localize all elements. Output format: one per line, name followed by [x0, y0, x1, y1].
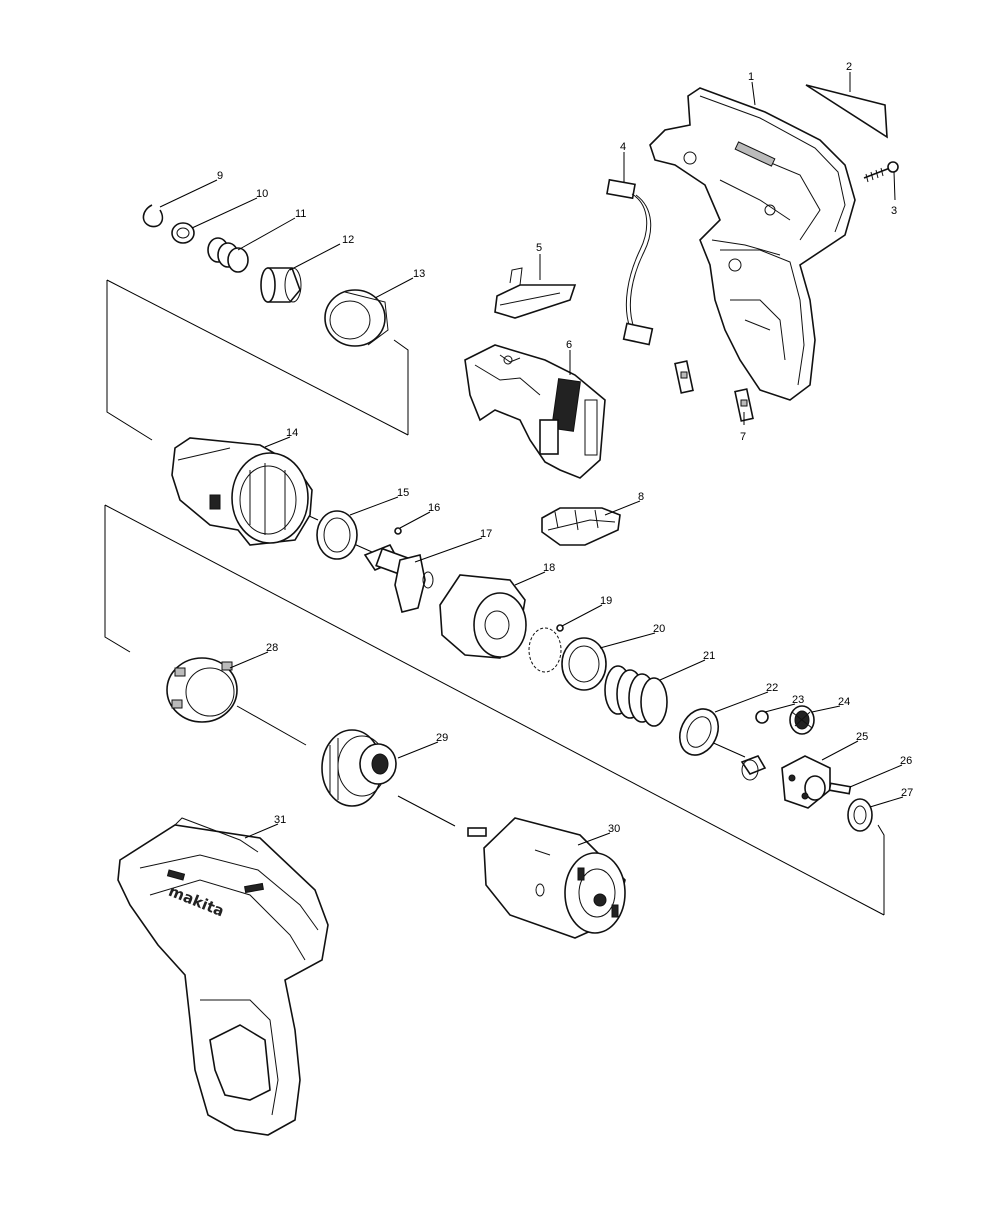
part-13-cap [324, 289, 389, 347]
callout-6: 6 [566, 339, 572, 351]
part-14-gear-housing [171, 437, 313, 546]
callout-24: 24 [838, 696, 850, 708]
part-23-steel-ball [740, 710, 769, 781]
callout-5: 5 [536, 242, 542, 254]
callout-27: 27 [901, 787, 913, 799]
callout-22: 22 [766, 682, 778, 694]
part-12-sleeve [260, 267, 302, 303]
group-bracket-lower [104, 504, 885, 916]
callout-8: 8 [638, 491, 644, 503]
part-27-flat-washer [847, 798, 873, 832]
part-18-hammer [439, 574, 527, 659]
part-3-screw [863, 161, 899, 183]
callout-13: 13 [413, 268, 425, 280]
part-22-o-ring [678, 708, 720, 756]
part-10-flat-washer [171, 222, 195, 244]
part-19-steel-balls [528, 624, 564, 673]
part-4-lead-wire [606, 178, 654, 346]
callout-7: 7 [740, 431, 746, 443]
part-20-flat-washer [561, 637, 607, 691]
part-7-terminal [674, 360, 754, 422]
part-16-steel-ball [394, 527, 402, 535]
callout-31: 31 [274, 814, 286, 826]
callout-10: 10 [256, 188, 268, 200]
callout-4: 4 [620, 141, 626, 153]
callout-16: 16 [428, 502, 440, 514]
callout-28: 28 [266, 642, 278, 654]
part-21-compression-spring [604, 665, 668, 727]
part-1-housing-set [649, 87, 856, 401]
callout-2: 2 [846, 61, 852, 73]
callout-9: 9 [217, 170, 223, 182]
part-26-pin [828, 782, 852, 795]
callout-21: 21 [703, 650, 715, 662]
part-25-spindle [781, 755, 831, 809]
callout-17: 17 [480, 528, 492, 540]
callout-1: 1 [748, 71, 754, 83]
callout-29: 29 [436, 732, 448, 744]
callout-15: 15 [397, 487, 409, 499]
group-bracket-upper [106, 279, 409, 441]
part-8-switch-holder [541, 507, 621, 546]
callout-23: 23 [792, 694, 804, 706]
part-24-spur-gear [789, 705, 815, 735]
callout-12: 12 [342, 234, 354, 246]
callout-18: 18 [543, 562, 555, 574]
part-6-switch [464, 344, 606, 479]
callout-30: 30 [608, 823, 620, 835]
callout-labels: 1 2 3 4 5 6 7 8 9 10 11 12 13 14 15 16 1… [217, 61, 913, 835]
callout-3: 3 [891, 205, 897, 217]
assembly-axis-lines [236, 504, 746, 827]
part-31-housing: makita [117, 817, 329, 1136]
part-28-ring [166, 657, 238, 723]
part-17-anvil [363, 543, 434, 613]
part-5-switch-lever [494, 267, 577, 319]
callout-14: 14 [286, 427, 298, 439]
callout-11: 11 [295, 208, 306, 220]
callout-26: 26 [900, 755, 912, 767]
callout-19: 19 [600, 595, 612, 607]
part-29-bearing-box [321, 729, 397, 807]
callout-20: 20 [653, 623, 665, 635]
callout-25: 25 [856, 731, 868, 743]
callout-leaders [159, 72, 904, 846]
part-2-name-plate [805, 84, 888, 139]
part-11-compression-spring [207, 237, 249, 273]
part-9-ring-spring [142, 204, 164, 228]
part-30-dc-motor [467, 817, 626, 939]
part-15-flat-washer [316, 510, 358, 560]
